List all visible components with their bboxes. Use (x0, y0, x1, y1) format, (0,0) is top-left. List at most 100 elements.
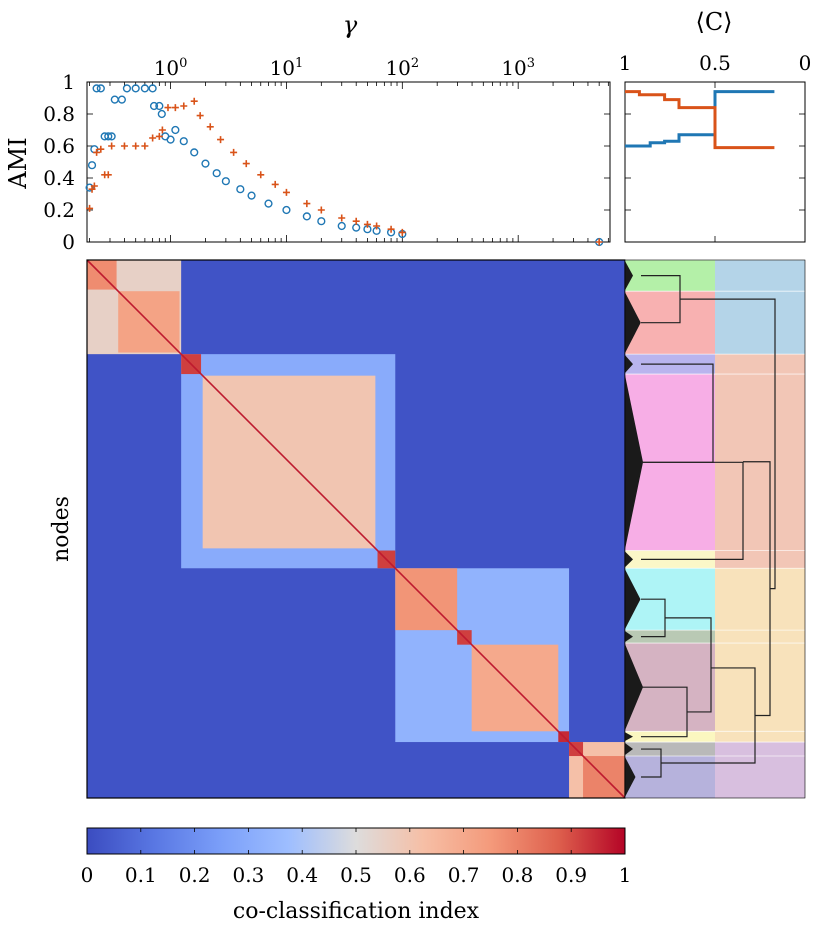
ami-point-plus (155, 132, 163, 140)
ami-point-plus (171, 104, 179, 112)
mean-c-axis-label: ⟨C⟩ (695, 8, 732, 36)
ami-point-circle (92, 84, 101, 93)
leaf-wedge (625, 375, 643, 550)
ami-point-circle (201, 159, 210, 168)
dendrogram-panel (624, 259, 806, 799)
dendrogram-frame (624, 259, 806, 799)
ami-point-plus (373, 222, 381, 230)
ami-tick-label: 0.4 (43, 166, 75, 190)
ami-point-circle (117, 95, 126, 104)
heatmap-diagonal (86, 259, 626, 799)
ami-point-circle (140, 84, 149, 93)
mean-c-tick-label: 0 (799, 51, 812, 75)
ami-point-circle (148, 84, 157, 93)
ami-point-plus (303, 200, 311, 208)
ami-point-circle (212, 169, 221, 178)
mean-c-tick-label: 1 (619, 51, 632, 75)
ami-point-plus (282, 188, 290, 196)
ami-point-circle (166, 135, 175, 144)
ami-point-plus (206, 123, 214, 131)
ami-point-circle (157, 109, 166, 119)
ami-tick-label: 0.2 (43, 198, 75, 222)
ami-point-circle (302, 212, 311, 221)
leaf-wedge (625, 355, 633, 374)
ami-point-circle (85, 183, 94, 192)
colorbar-tick-label: 0.3 (232, 863, 264, 887)
colorbar-gradient (86, 827, 626, 855)
ami-point-plus (97, 145, 105, 153)
ami-point-circle (337, 221, 346, 231)
ami-point-plus (196, 112, 204, 120)
ami-axis-label: AMI (4, 137, 32, 189)
ami-point-plus (242, 160, 250, 168)
ami-point-circle (190, 148, 199, 157)
gamma-tick-label: 100 (154, 56, 188, 80)
ami-point-circle (264, 199, 273, 208)
ami-point-circle (317, 217, 326, 226)
ami-point-circle (96, 84, 105, 93)
ami-point-circle (107, 132, 116, 141)
coarse-community-band (715, 260, 805, 355)
ami-point-circle (179, 137, 188, 146)
ami-gamma-axes-box (86, 81, 611, 243)
ami-point-plus (149, 134, 157, 142)
mean-c-tick-label: 0.5 (699, 51, 731, 75)
ami-tick-label: 1 (62, 70, 75, 94)
ami-gamma-series (85, 84, 604, 247)
gamma-tick-label: 101 (270, 56, 304, 80)
ami-point-plus (230, 148, 238, 156)
colorbar-tick-label: 0.4 (286, 863, 318, 887)
ami-point-circle (104, 132, 113, 141)
leaf-wedge (625, 551, 633, 568)
colorbar-tick-label: 0.9 (555, 863, 587, 887)
leaf-wedge (625, 261, 633, 291)
ami-mean-c-series (625, 90, 775, 150)
leaf-wedge (625, 569, 641, 630)
ami-point-plus (180, 102, 188, 110)
leaf-wedge (625, 743, 633, 756)
ami-point-circle (247, 191, 256, 200)
ami-point-plus (164, 104, 172, 112)
colorbar-tick-label: 0.7 (448, 863, 480, 887)
leaf-wedge (625, 631, 633, 643)
ami-point-circle (87, 161, 97, 170)
coarse-community-band (715, 568, 805, 743)
ami-point-plus (352, 217, 360, 225)
ami-point-plus (120, 142, 128, 150)
community-bands (625, 260, 805, 798)
ami-point-plus (217, 136, 225, 144)
ami-point-plus (271, 180, 279, 188)
dendrogram-join (680, 298, 776, 590)
ami-point-plus (108, 142, 116, 150)
ami-point-circle (282, 205, 291, 215)
ami-point-circle (221, 177, 230, 186)
ami-point-circle (149, 101, 159, 111)
ami-point-plus (595, 238, 603, 246)
ami-point-circle (155, 101, 164, 111)
ami-point-plus (317, 206, 325, 214)
ami-tick-label: 0.6 (43, 134, 75, 158)
coarse-community-band (715, 742, 805, 798)
ami-point-circle (352, 223, 361, 232)
ami-point-circle (236, 185, 245, 194)
colorbar-label: co-classification index (233, 899, 480, 924)
leaf-wedge (625, 644, 643, 731)
ami-point-plus (363, 220, 371, 228)
ami-point-plus (132, 142, 140, 150)
ami-point-plus (86, 204, 94, 212)
ami-point-plus (104, 171, 112, 179)
ami-tick-label: 0 (62, 230, 75, 254)
colorbar-tick-label: 0.5 (340, 863, 372, 887)
colorbar-tick-label: 0.2 (179, 863, 211, 887)
gamma-tick-label: 102 (385, 56, 419, 80)
ami-point-plus (338, 214, 346, 222)
ami-point-circle (171, 125, 180, 135)
nodes-axis-label: nodes (49, 496, 74, 562)
fine-community-band (625, 742, 715, 757)
gamma-tick-label: 103 (501, 56, 535, 80)
